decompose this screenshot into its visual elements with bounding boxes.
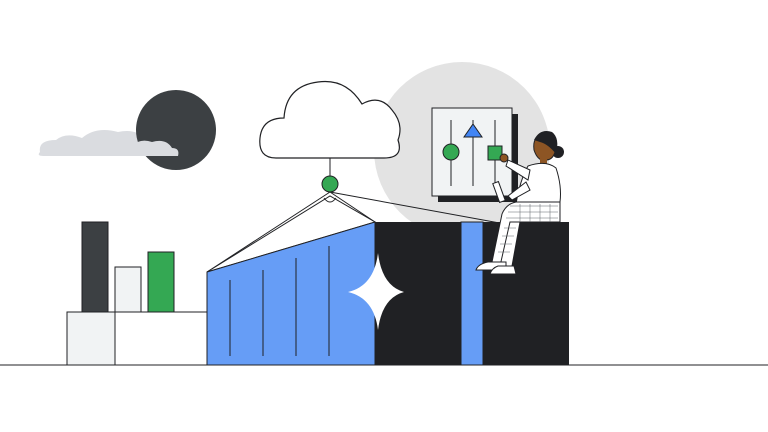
tablet bbox=[492, 180, 506, 204]
sparkle-icon bbox=[348, 253, 404, 330]
hand bbox=[499, 153, 509, 163]
person-figure bbox=[475, 131, 564, 275]
shoe-back bbox=[489, 265, 517, 275]
pants-pattern bbox=[498, 204, 558, 253]
hair bbox=[534, 131, 558, 154]
cloud-icon bbox=[259, 80, 401, 159]
circle-icon bbox=[442, 143, 460, 161]
dark-sun-icon bbox=[136, 90, 216, 170]
arm-reaching bbox=[505, 159, 531, 181]
connector-line-left bbox=[206, 191, 331, 273]
hook-icon bbox=[323, 197, 337, 203]
bar-green bbox=[147, 251, 175, 315]
blue-strip bbox=[460, 221, 484, 366]
neck bbox=[540, 158, 547, 166]
connector-line-center bbox=[329, 191, 376, 223]
base-block-left bbox=[66, 311, 116, 366]
green-node-icon bbox=[321, 175, 339, 193]
square-icon bbox=[487, 145, 503, 161]
arm-lower bbox=[507, 181, 531, 201]
connector-line-right bbox=[329, 191, 506, 225]
bar-dark bbox=[81, 221, 109, 315]
triangle-icon bbox=[463, 123, 483, 138]
bar-light bbox=[114, 266, 142, 315]
base-block-mid bbox=[114, 311, 208, 366]
small-cloud-front bbox=[124, 140, 179, 156]
